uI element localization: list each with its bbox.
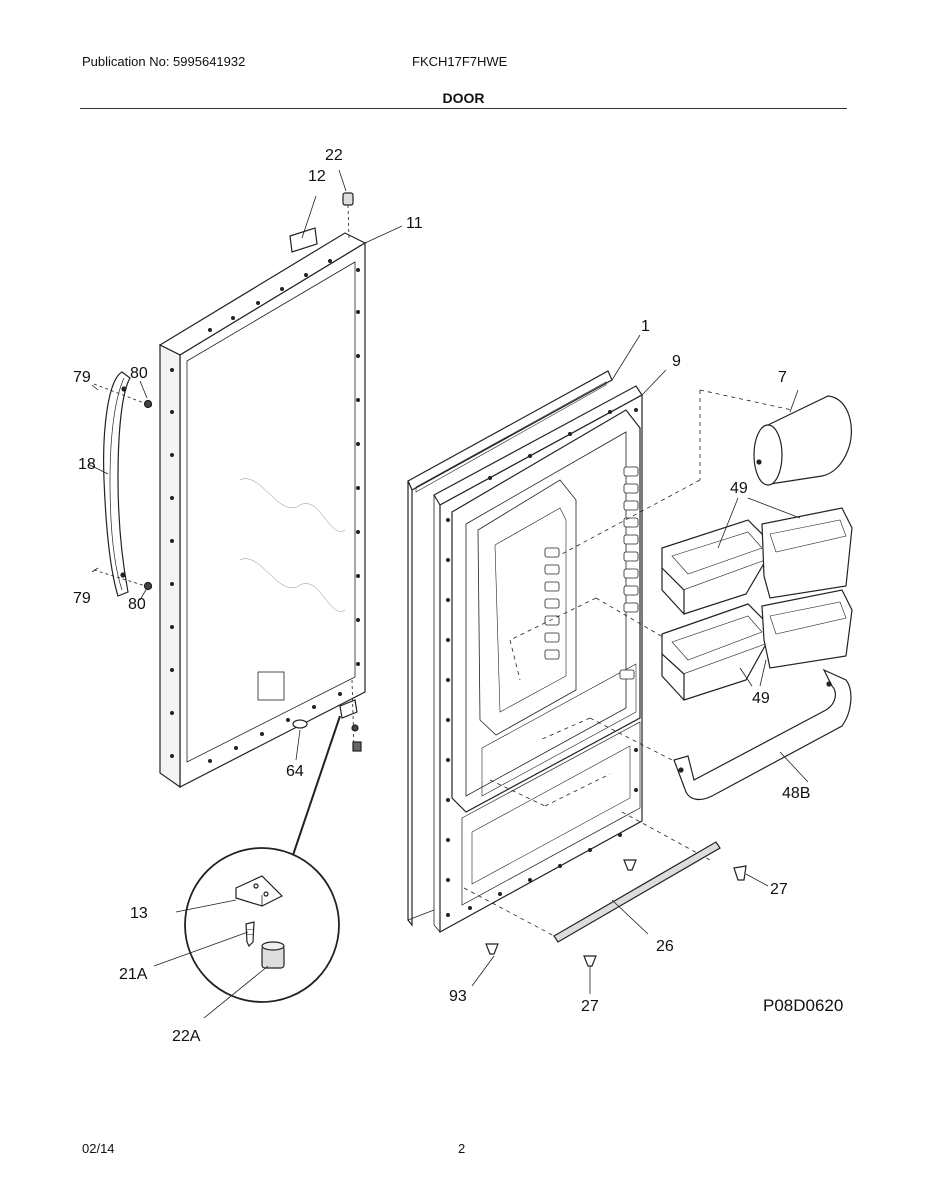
- label-79-top: 79: [73, 369, 91, 386]
- callout-labels: 22 12 11 1 9 7 79 80 18 79 80 49 49 64 4…: [73, 147, 843, 1045]
- page-title: DOOR: [442, 90, 485, 106]
- label-plate: [289, 195, 318, 253]
- magnified-inset: [153, 847, 340, 1019]
- top-plug: [338, 169, 354, 239]
- label-18: 18: [78, 456, 96, 473]
- model-number: FKCH17F7HWE: [412, 54, 508, 69]
- outer-door-panel: [158, 232, 367, 789]
- door-handle: [87, 371, 153, 601]
- label-9: 9: [672, 353, 681, 370]
- shelf-rail: [673, 668, 852, 801]
- screws: [471, 859, 769, 994]
- label-22: 22: [325, 147, 343, 164]
- label-21A: 21A: [119, 966, 148, 983]
- label-49-top: 49: [730, 480, 748, 497]
- label-1: 1: [641, 318, 650, 335]
- label-80-bottom: 80: [128, 596, 146, 613]
- label-79-bottom: 79: [73, 590, 91, 607]
- label-22A: 22A: [172, 1028, 201, 1045]
- inner-door-liner: [451, 409, 641, 906]
- bottom-hinge-parts: [291, 679, 362, 859]
- label-48B: 48B: [782, 785, 810, 802]
- leader-11: [364, 225, 403, 244]
- publication-number: Publication No: 5995641932: [82, 54, 246, 69]
- dairy-cover: [753, 389, 852, 486]
- label-49-bottom: 49: [752, 690, 770, 707]
- alignment-lines: [463, 389, 793, 939]
- label-93: 93: [449, 988, 467, 1005]
- footer-date: 02/14: [82, 1141, 115, 1156]
- label-27-right: 27: [770, 881, 788, 898]
- diagram-code: P08D0620: [763, 996, 843, 1015]
- door-gasket: [407, 334, 641, 927]
- bottom-trim: [553, 841, 721, 943]
- label-80-top: 80: [130, 365, 148, 382]
- label-7: 7: [778, 369, 787, 386]
- page-number: 2: [458, 1141, 466, 1156]
- label-11: 11: [406, 215, 423, 232]
- label-27-bottom: 27: [581, 998, 599, 1015]
- header-rule: [80, 108, 847, 109]
- label-64: 64: [286, 763, 304, 780]
- label-12: 12: [308, 168, 326, 185]
- label-26: 26: [656, 938, 674, 955]
- door-bins: [661, 497, 853, 701]
- label-13: 13: [130, 905, 148, 922]
